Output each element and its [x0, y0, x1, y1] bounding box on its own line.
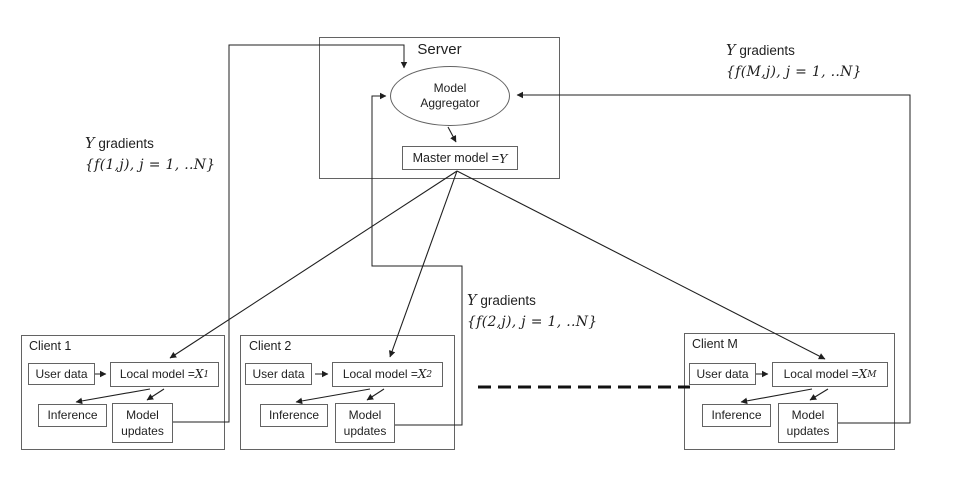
server-title: Server: [417, 41, 462, 58]
clientM-title: Client M: [692, 337, 738, 351]
aggregator-label-line2: Aggregator: [420, 96, 480, 110]
model-aggregator-ellipse: Model Aggregator: [390, 66, 510, 126]
client1-model-updates-box: Model updates: [112, 403, 173, 443]
gradient-formula: {f(2,j), j = 1, ..N}: [467, 314, 598, 330]
client1-title: Client 1: [29, 339, 72, 353]
wire-master-to-client1: [169, 170, 458, 359]
master-model-var: Y: [499, 150, 508, 166]
master-model-label: Master model =: [412, 150, 500, 165]
client1-user-data-box: User data: [28, 363, 95, 385]
clientM-model-updates-box: Model updates: [778, 403, 838, 443]
gradient-label-line1: Y gradients: [726, 43, 795, 59]
gradient-label-client1: Y gradients {f(1,j), j = 1, ..N}: [85, 133, 215, 176]
gradient-formula: {f(1,j), j = 1, ..N}: [85, 157, 216, 173]
gradient-label-line1: Y gradients: [85, 136, 154, 152]
client2-user-data-box: User data: [245, 363, 312, 385]
client2-inference-box: Inference: [260, 404, 328, 427]
gradient-label-clientM: Y gradients {f(M,j), j = 1, ..N}: [726, 40, 862, 83]
master-model-box: Master model = Y: [402, 146, 518, 170]
clientM-inference-box: Inference: [702, 404, 771, 427]
client2-title: Client 2: [249, 339, 292, 353]
client1-inference-box: Inference: [38, 404, 107, 427]
clientM-user-data-box: User data: [689, 363, 756, 385]
client2-model-updates-box: Model updates: [335, 403, 395, 443]
aggregator-label-line1: Model: [433, 81, 467, 95]
gradient-formula: {f(M,j), j = 1, ..N}: [726, 64, 862, 80]
gradient-label-client2: Y gradients {f(2,j), j = 1, ..N}: [467, 290, 597, 333]
wire-master-to-client2: [388, 170, 458, 358]
gradient-label-line1: Y gradients: [467, 293, 536, 309]
